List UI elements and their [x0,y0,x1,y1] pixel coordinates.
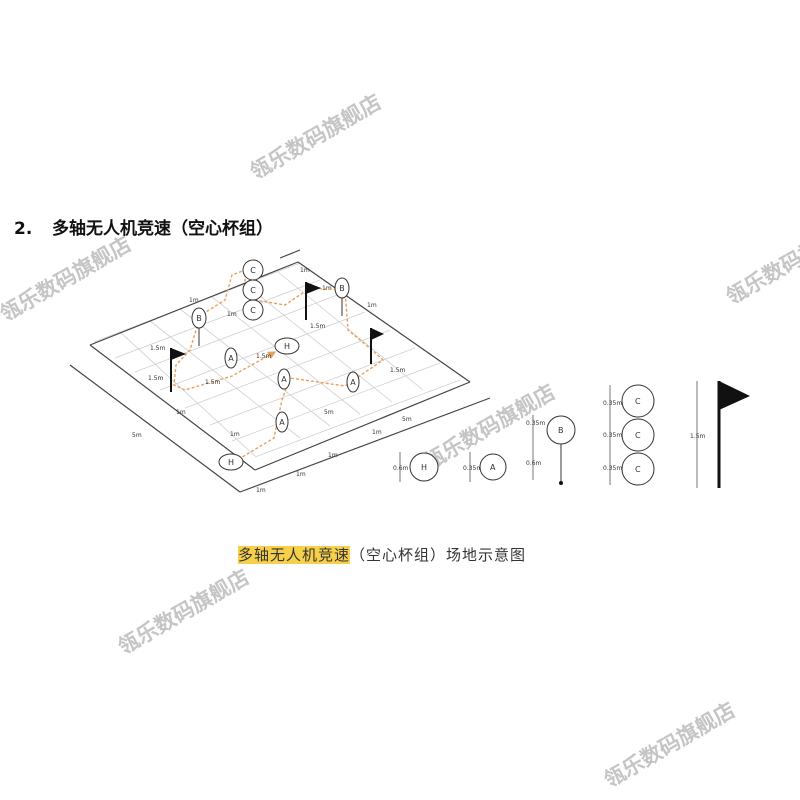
flag-marker [170,348,186,392]
legend-flag: 1.5m [690,381,750,488]
path-dims: 1.5m 1.5m 1.5m 1.5m 1.5m 1.5m [148,323,406,386]
grid-dim-label: 1m [328,452,338,459]
gate-b: B [191,307,207,346]
legend-c-dim: 0.35m [603,432,622,439]
diagram-caption: 多轴无人机竞速（空心杯组）场地示意图 [238,544,526,565]
path-dim-label: 1.5m [150,345,166,352]
grid-dim-label: 5m [324,409,334,416]
legend-a-label: A [490,463,496,472]
flag-marker [305,282,321,320]
gate-a: A [277,368,291,390]
grid-dim-label: 1m [296,471,306,478]
path-dim-label: 1.5m [148,375,164,382]
gate-a: A [275,411,289,433]
legend-b-gate: 0.35m 0.6m B [526,415,576,485]
caption-highlight: 多轴无人机竞速 [238,546,351,564]
grid-dim-label: 1m [256,487,266,494]
gate-a: A [224,347,238,369]
gate-a-label: A [281,375,287,384]
field-border [69,249,491,493]
gate-h: H [274,337,300,355]
grid-dim-label: 1m [176,409,186,416]
path-dim-label: 1.5m [310,323,326,330]
legend-c-label: C [635,465,641,474]
gate-h-label: H [284,342,290,351]
gate-a-label: A [228,354,234,363]
field-dim-5m: 5m [132,432,142,439]
gate-c-label: C [250,306,256,315]
legend-h-label: H [421,463,427,472]
flight-path [173,268,385,463]
legend-c-dim: 0.35m [603,400,622,407]
gate-b: B [334,277,350,316]
legend-b-label: B [558,426,564,435]
section-title: 多轴无人机竞速（空心杯组） [52,219,273,239]
gate-a-label: A [279,418,285,427]
legend-c-gate: 0.35m 0.35m 0.35m C C C [603,384,655,486]
grid-dim-label: 1m [227,311,237,318]
path-dim-label: 1.5m [256,353,272,360]
gate-a: A [346,371,360,393]
grid-dim-label: 5m [402,416,412,423]
gate-h: H [218,453,244,471]
gate-c-label: C [250,266,256,275]
grid-dim-label: 1m [367,302,377,309]
legend-flag-dim: 1.5m [690,433,706,440]
gate-c-label: C [250,286,256,295]
path-dim-label: 1.5m [205,379,221,386]
flag-marker [370,328,384,364]
path-dim-label: 1.5m [390,367,406,374]
caption-rest: （空心杯组）场地示意图 [350,546,527,564]
gate-b-label: B [339,284,345,293]
gate-b-label: B [196,314,202,323]
grid-dims: 1m 1m 1m 1m 1m 1m 1m 1m 1m 5m 5m 1m 1m 5… [132,267,412,494]
gate-c-stack: C C C [242,259,264,321]
section-number: 2. [14,219,33,239]
legend-b-dim: 0.35m [526,420,545,427]
legend-b-dim: 0.6m [526,460,542,467]
field-grid [93,262,461,458]
gate-h-label: H [228,458,234,467]
grid-dim-label: 1m [372,429,382,436]
grid-dim-label: 1m [230,431,240,438]
section-heading: 2. 多轴无人机竞速（空心杯组） [14,214,273,239]
grid-dim-label: 1m [322,285,332,292]
legend-h-dim: 0.6m [393,465,409,472]
legend-a-dim: 0.35m [463,465,482,472]
legend-a-gate: 0.35m A [463,452,507,482]
grid-dim-label: 1m [189,297,199,304]
legend-c-dim: 0.35m [603,465,622,472]
legend-h-gate: 0.6m H [393,452,439,482]
gate-a-label: A [350,378,356,387]
grid-dim-label: 1m [300,267,310,274]
legend-c-label: C [635,431,641,440]
legend-c-label: C [635,397,641,406]
